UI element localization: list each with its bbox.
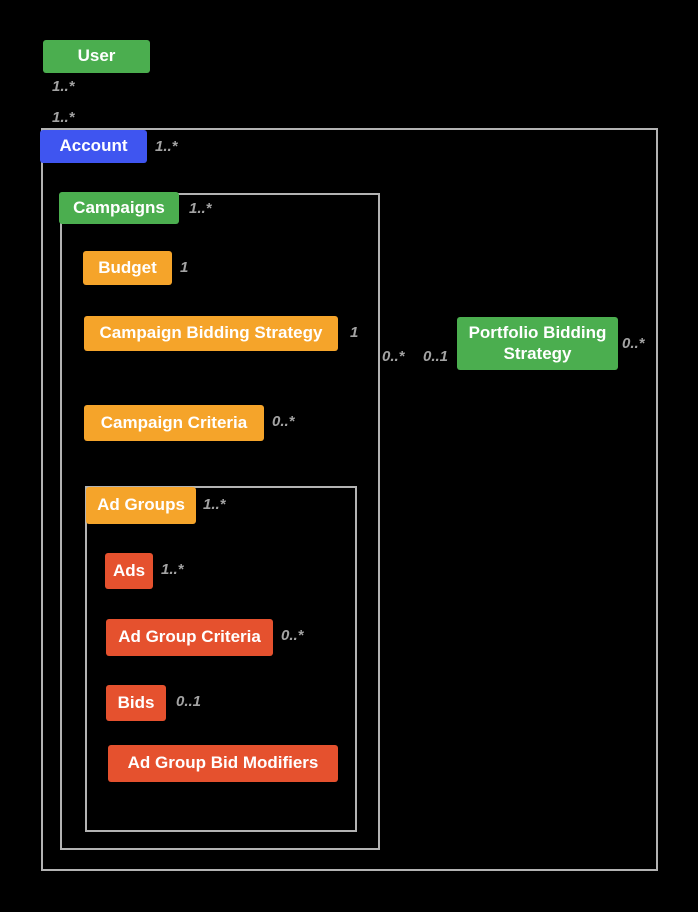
campaign-criteria-box: Campaign Criteria [84,405,264,441]
multiplicity-budget: 1 [180,259,189,276]
portfolio-bidding-strategy-box: Portfolio Bidding Strategy [457,317,618,370]
campaign-bidding-strategy-box: Campaign Bidding Strategy [84,316,338,351]
ads-box: Ads [105,553,153,589]
multiplicity-user-account-1: 1..* [52,78,75,95]
multiplicity-bids: 0..1 [176,693,202,710]
multiplicity-account: 1..* [155,138,178,155]
ad-groups-container [85,486,357,832]
multiplicity-user-account-2: 1..* [52,109,75,126]
multiplicity-ad-groups: 1..* [203,496,226,513]
ad-group-bid-modifiers-box: Ad Group Bid Modifiers [108,745,338,782]
multiplicity-campaign-criteria: 0..* [272,413,295,430]
account-container [41,128,658,871]
multiplicity-portfolio-inner: 0..1 [423,348,449,365]
campaigns-container [60,193,380,850]
account-box: Account [40,130,147,163]
multiplicity-ad-group-criteria: 0..* [281,627,304,644]
user-box: User [43,40,150,73]
campaigns-box: Campaigns [59,192,179,224]
budget-box: Budget [83,251,172,285]
multiplicity-ads: 1..* [161,561,184,578]
multiplicity-portfolio-campaign-side: 0..* [382,348,405,365]
multiplicity-campaign-bidding-strategy: 1 [350,324,359,341]
ad-groups-box: Ad Groups [86,487,196,524]
ad-group-criteria-box: Ad Group Criteria [106,619,273,656]
bids-box: Bids [106,685,166,721]
multiplicity-portfolio-right: 0..* [622,335,645,352]
multiplicity-campaigns: 1..* [189,200,212,217]
